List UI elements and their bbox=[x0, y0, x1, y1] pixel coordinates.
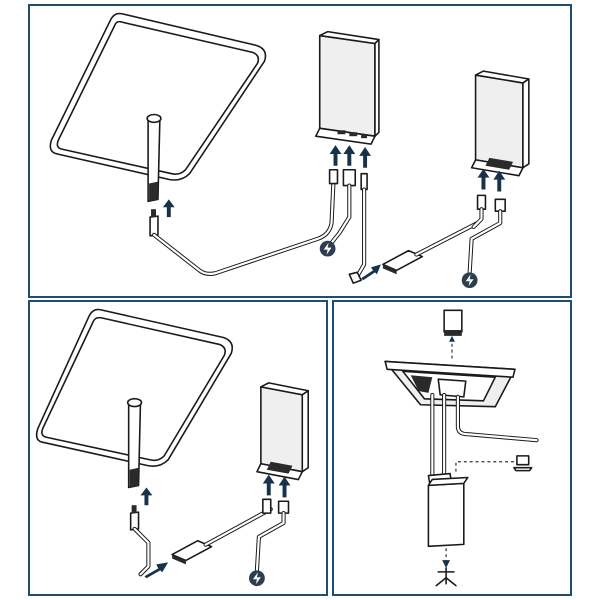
router bbox=[256, 382, 310, 481]
laptop-icon bbox=[513, 455, 533, 472]
router-base bbox=[384, 360, 516, 408]
dish bbox=[35, 308, 234, 467]
up-arrow-icon bbox=[361, 264, 381, 281]
router-right bbox=[470, 70, 530, 177]
up-arrow-icon bbox=[493, 170, 506, 192]
power-supply bbox=[427, 472, 469, 548]
up-arrow-icon bbox=[140, 487, 153, 506]
dish-cable-plug bbox=[149, 209, 159, 237]
ethernet-adapter bbox=[382, 249, 424, 275]
power-bolt-icon bbox=[249, 570, 265, 587]
simplified-setup-illustration bbox=[35, 308, 310, 587]
up-arrow-icon bbox=[144, 562, 169, 579]
dish bbox=[49, 12, 267, 181]
panel-full-setup bbox=[28, 4, 572, 298]
router-base-illustration bbox=[384, 309, 539, 587]
router-plugs bbox=[328, 168, 368, 191]
up-arrow-icon bbox=[449, 335, 455, 342]
up-arrow-icon bbox=[162, 199, 175, 218]
router-plugs bbox=[262, 498, 290, 514]
up-arrow-icon bbox=[343, 145, 356, 166]
ethernet-adapter-icon bbox=[348, 271, 362, 284]
mesh-node-icon bbox=[435, 567, 457, 587]
panel-router-base bbox=[332, 300, 572, 596]
dish-cable bbox=[151, 177, 336, 276]
full-setup-illustration bbox=[49, 12, 530, 289]
up-arrow-icon bbox=[359, 147, 372, 168]
ethernet-adapter bbox=[171, 539, 213, 565]
power-bolt-icon bbox=[461, 272, 478, 289]
router-top-cap bbox=[443, 309, 463, 336]
dish-mast bbox=[126, 397, 143, 489]
dish-cable-plug bbox=[129, 505, 140, 531]
dish-mast bbox=[146, 113, 162, 203]
power-bolt-icon bbox=[319, 240, 336, 257]
router-left bbox=[314, 30, 380, 145]
up-arrow-icon bbox=[278, 476, 291, 498]
router-right-plugs bbox=[476, 194, 506, 212]
panel-simplified-setup bbox=[28, 300, 328, 596]
up-arrow-icon bbox=[262, 474, 275, 496]
down-arrow-icon bbox=[442, 560, 451, 568]
up-arrow-icon bbox=[329, 145, 342, 166]
up-arrow-icon bbox=[477, 168, 490, 190]
